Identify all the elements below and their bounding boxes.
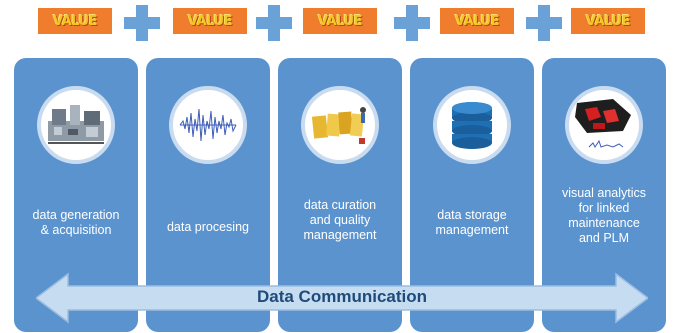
panel-label-line: data procesing xyxy=(166,220,249,234)
panel-label-line: data curation xyxy=(303,198,377,212)
panel-label-line: management xyxy=(303,228,377,242)
arrow-label: Data Communication xyxy=(256,287,428,306)
value-box-2: VALUE xyxy=(173,8,247,34)
panel-label-line: management xyxy=(435,223,509,237)
value-box-3: VALUE xyxy=(303,8,377,34)
panel-label-line: visual analytics xyxy=(561,186,647,200)
signal-waveform-icon xyxy=(169,86,247,164)
panel-label-line: for linked xyxy=(578,201,630,215)
panel-label-line: and quality xyxy=(309,213,371,227)
machinery-icon xyxy=(37,86,115,164)
panel-label-line: maintenance xyxy=(568,216,640,230)
panel-label-line: data storage xyxy=(437,208,507,222)
plus-icon xyxy=(526,5,562,41)
panel-label-line: & acquisition xyxy=(40,223,112,237)
panel-label-line: data generation xyxy=(32,208,120,222)
value-box-1: VALUE xyxy=(38,8,112,34)
value-box-4: VALUE xyxy=(440,8,514,34)
panel-data-generation: data generation & acquisition xyxy=(14,58,138,332)
3d-model-icon xyxy=(565,86,643,164)
plus-icon xyxy=(256,5,292,41)
database-icon xyxy=(433,86,511,164)
plus-icon xyxy=(124,5,160,41)
data-communication-arrow: Data Communication xyxy=(36,272,648,324)
value-box-5: VALUE xyxy=(571,8,645,34)
data-letters-icon xyxy=(301,86,379,164)
plus-icon xyxy=(394,5,430,41)
panel-label-line: and PLM xyxy=(578,231,630,245)
